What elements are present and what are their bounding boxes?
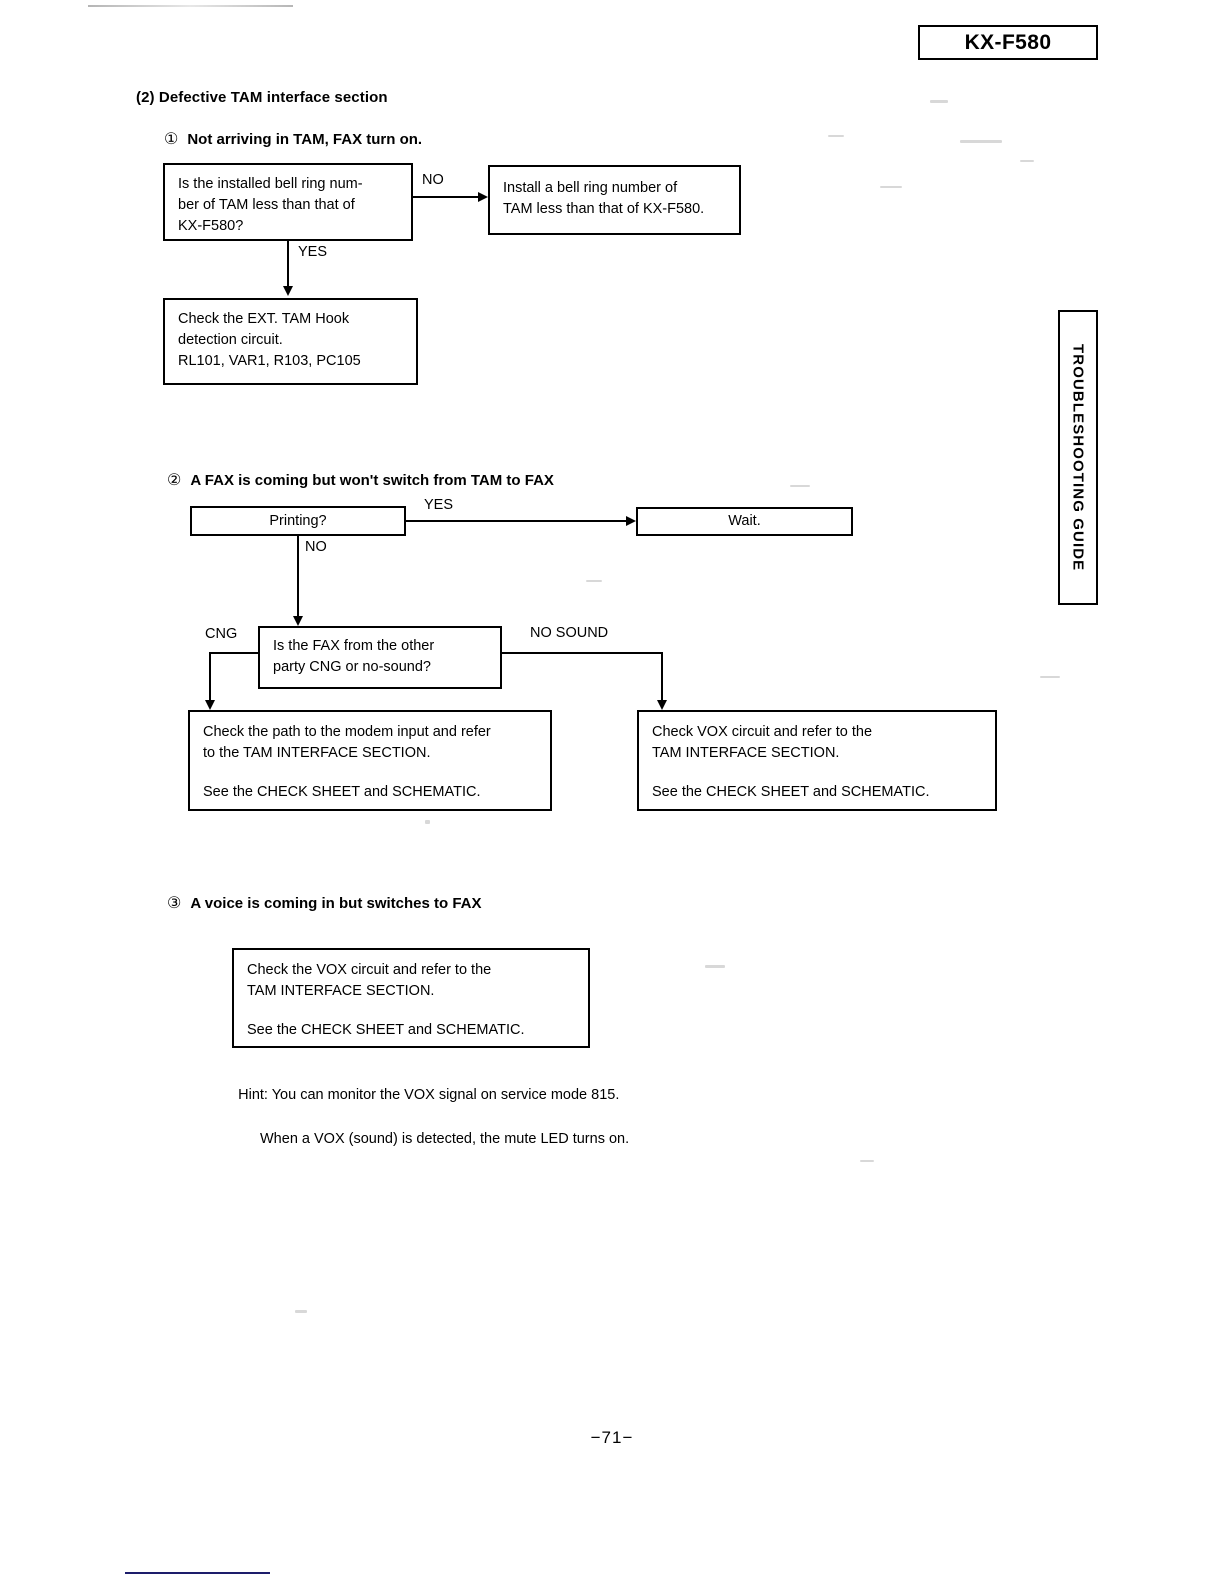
connector-no-arrowhead	[478, 192, 488, 202]
hint-block: Hint: You can monitor the VOX signal on …	[222, 1062, 629, 1194]
flow-box-wait-text: Wait.	[728, 513, 761, 529]
flow-box-check-vox-circuit-line3: See the CHECK SHEET and SCHEMATIC.	[652, 784, 930, 800]
subsection-3-marker: ③	[167, 895, 182, 912]
connector-yes-label: YES	[298, 244, 328, 260]
flow-box-printing-text: Printing?	[269, 512, 327, 529]
scan-artifact-top	[88, 5, 293, 7]
model-number-label: KX-F580	[964, 30, 1052, 54]
connector-nosound-line-h	[502, 652, 663, 654]
scan-speck	[860, 1160, 874, 1162]
flow-box-check-vox-circuit-voice-line1: Check the VOX circuit and refer to the	[247, 962, 492, 978]
flow-box-check-modem-path-line2: to the TAM INTERFACE SECTION.	[203, 745, 431, 761]
flow-box-decision-bell-ring: Is the installed bell ring num- ber of T…	[163, 163, 413, 241]
connector-yes-line	[287, 241, 289, 288]
connector-cng-label: CNG	[205, 626, 238, 642]
connector-cng-arrowhead	[205, 700, 215, 710]
connector-printing-no-label: NO	[305, 539, 327, 555]
flow-box-check-vox-circuit-line1: Check VOX circuit and refer to the	[652, 724, 873, 740]
flow-box-check-vox-circuit-voice-line2: TAM INTERFACE SECTION.	[247, 983, 435, 999]
connector-nosound-arrowhead	[657, 700, 667, 710]
connector-printing-no-arrowhead	[293, 616, 303, 626]
flow-box-decision-cng-or-nosound-text: Is the FAX from the other party CNG or n…	[273, 638, 435, 675]
section-tab-label: TROUBLESHOOTING GUIDE	[1069, 343, 1087, 572]
subsection-2-title: A FAX is coming but won't switch from TA…	[190, 472, 554, 489]
flow-box-check-vox-circuit-voice: Check the VOX circuit and refer to the T…	[232, 948, 590, 1048]
connector-printing-yes-arrowhead	[626, 516, 636, 526]
scan-speck	[880, 186, 902, 188]
connector-nosound-label: NO SOUND	[530, 625, 609, 641]
flow-box-printing: Printing?	[190, 506, 406, 536]
scan-speck	[295, 1310, 307, 1313]
connector-yes-arrowhead	[283, 286, 293, 296]
flow-box-check-modem-path-line1: Check the path to the modem input and re…	[203, 724, 491, 740]
scan-artifact-bottom	[125, 1572, 270, 1574]
subsection-2-marker: ②	[167, 472, 182, 489]
flow-box-wait: Wait.	[636, 507, 853, 536]
flow-box-check-ext-tam-hook-text: Check the EXT. TAM Hook detection circui…	[178, 311, 361, 369]
flow-box-check-vox-circuit-voice-line3: See the CHECK SHEET and SCHEMATIC.	[247, 1022, 525, 1038]
scan-speck	[790, 485, 810, 487]
subsection-1-marker: ①	[164, 131, 179, 148]
hint-line-2: When a VOX (sound) is detected, the mute…	[260, 1131, 630, 1147]
connector-no-label: NO	[422, 172, 444, 188]
connector-printing-yes-line	[406, 520, 627, 522]
scan-speck	[1040, 676, 1060, 678]
connector-cng-line-h	[209, 652, 259, 654]
subsection-3-heading: ③ A voice is coming in but switches to FA…	[167, 893, 482, 913]
flow-box-check-modem-path: Check the path to the modem input and re…	[188, 710, 552, 811]
flow-box-check-vox-circuit-line2: TAM INTERFACE SECTION.	[652, 745, 840, 761]
connector-printing-no-line	[297, 536, 299, 619]
scan-speck	[960, 140, 1002, 143]
scan-speck	[586, 580, 602, 582]
scan-speck	[828, 135, 844, 137]
flow-box-decision-cng-or-nosound: Is the FAX from the other party CNG or n…	[258, 626, 502, 689]
page-title: (2) Defective TAM interface section	[136, 89, 388, 106]
page-number: −71−	[590, 1428, 634, 1447]
section-tab-troubleshooting-guide: TROUBLESHOOTING GUIDE	[1058, 310, 1098, 605]
flow-box-check-modem-path-line3: See the CHECK SHEET and SCHEMATIC.	[203, 784, 481, 800]
hint-line-1: Hint: You can monitor the VOX signal on …	[238, 1087, 620, 1103]
subsection-2-heading: ② A FAX is coming but won't switch from T…	[167, 470, 554, 490]
flow-box-install-bell-ring-text: Install a bell ring number of TAM less t…	[503, 180, 705, 217]
subsection-1-heading: ① Not arriving in TAM, FAX turn on.	[164, 129, 422, 149]
connector-nosound-line-v	[661, 652, 663, 705]
flow-box-decision-bell-ring-text: Is the installed bell ring num- ber of T…	[178, 176, 363, 234]
model-number-box: KX-F580	[918, 25, 1098, 60]
scan-speck	[930, 100, 948, 103]
scan-speck	[425, 820, 430, 824]
connector-cng-line-v	[209, 652, 211, 705]
flow-box-install-bell-ring: Install a bell ring number of TAM less t…	[488, 165, 741, 235]
scan-speck	[1020, 160, 1034, 162]
subsection-3-title: A voice is coming in but switches to FAX	[190, 895, 482, 912]
flow-box-check-vox-circuit: Check VOX circuit and refer to the TAM I…	[637, 710, 997, 811]
connector-printing-yes-label: YES	[424, 497, 454, 513]
connector-no-line	[413, 196, 479, 198]
subsection-1-title: Not arriving in TAM, FAX turn on.	[187, 131, 423, 148]
flow-box-check-ext-tam-hook: Check the EXT. TAM Hook detection circui…	[163, 298, 418, 385]
scan-speck	[705, 965, 725, 968]
